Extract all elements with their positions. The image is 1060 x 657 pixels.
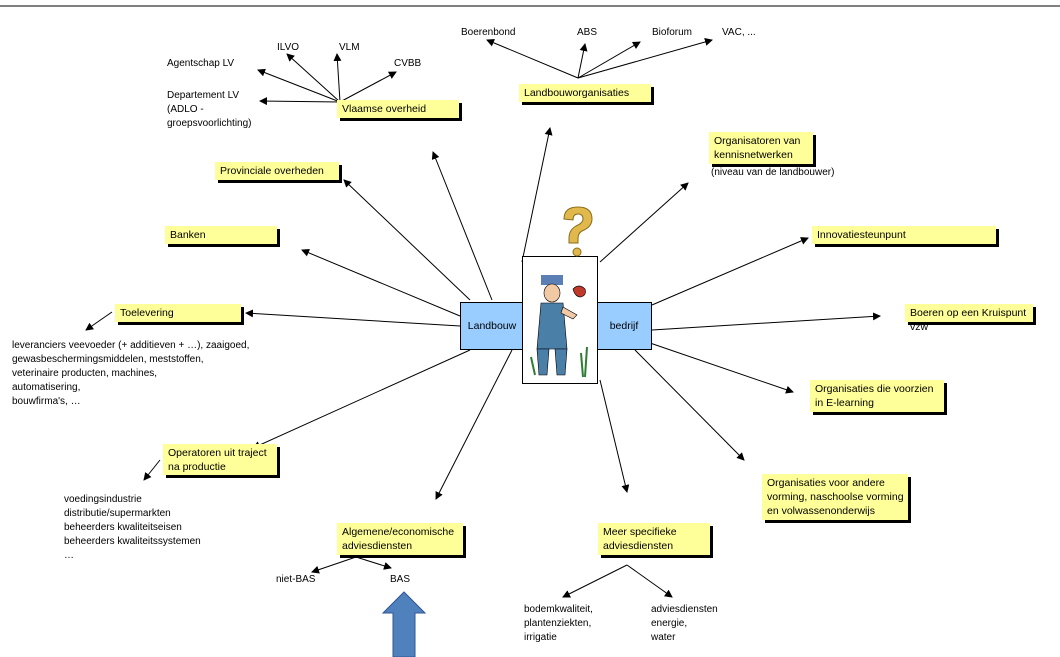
box-vorming: Organisaties voor andere vorming, nascho…: [762, 474, 908, 520]
arrow-lo-bioforum: [577, 41, 641, 79]
box-provinciale-overheden: Provinciale overheden: [215, 162, 339, 180]
center-left-cell: Landbouw: [460, 302, 524, 350]
arrow-banken: [301, 249, 461, 317]
center-right-label: bedrijf: [609, 320, 639, 332]
farmer-figure: [530, 275, 588, 378]
arrow-vl-departement: [259, 97, 341, 106]
arrow-landbouworg: [521, 127, 553, 263]
arrow-vlaamse: [431, 151, 493, 301]
arrow-vl-vlm: [333, 53, 342, 103]
label-niveau: (niveau van de landbouwer): [711, 167, 835, 178]
arrow-vl-ilvo: [286, 53, 341, 103]
label-bioforum: Bioforum: [652, 27, 693, 38]
label-ilvo: ILVO: [277, 42, 300, 53]
arrow-organisatoren: [599, 182, 689, 263]
box-elearning: Organisaties die voorzien in E-learning: [810, 380, 944, 412]
list-operatoren: voedingsindustrie distributie/supermarkt…: [64, 494, 201, 561]
label-abs: ABS: [577, 27, 598, 38]
arrow-toelevering: [245, 309, 461, 327]
box-operatoren: Operatoren uit traject na productie: [163, 444, 277, 475]
box-algemene-adviesdiensten: Algemene/economische adviesdiensten: [337, 523, 463, 555]
arrow-algemene: [435, 349, 513, 500]
arrow-specifieke: [599, 379, 630, 493]
arrow-lo-abs: [577, 43, 588, 79]
arrow-niet-bas: [311, 556, 357, 574]
box-organisatoren: Organisatoren van kennisnetwerken: [709, 132, 813, 164]
center-left-label: Landbouw: [467, 320, 517, 332]
big-up-arrow: [381, 591, 427, 657]
label-departement: Departement LV (ADLO - groepsvoorlichtin…: [167, 90, 252, 129]
label-niet-bas: niet-BAS: [276, 574, 316, 585]
arrow-innovatie: [651, 237, 809, 306]
arrow-provinciale: [343, 179, 471, 301]
arrow-lo-vac: [577, 38, 713, 79]
label-bas: BAS: [390, 574, 411, 585]
center-right-cell: bedrijf: [596, 302, 652, 350]
box-vlaamse-overheid: Vlaamse overheid: [337, 100, 459, 118]
list-toelevering: leveranciers veevoeder (+ additieven + ……: [12, 340, 250, 407]
label-vac: VAC, ...: [722, 27, 756, 38]
label-cvbb: CVBB: [394, 58, 422, 69]
arrow-oper-sub: [143, 459, 161, 481]
arrow-bodem: [562, 564, 628, 598]
arrow-operatoren: [252, 349, 471, 449]
list-bodem: bodemkwaliteit, plantenziekten, irrigati…: [524, 604, 593, 643]
label-agentschap: Agentschap LV: [167, 58, 235, 69]
arrow-kruispunt: [651, 312, 881, 331]
box-innovatiesteunpunt: Innovatiesteunpunt: [812, 226, 996, 244]
box-toelevering: Toelevering: [115, 304, 241, 322]
box-landbouworganisaties: Landbouworganisaties: [519, 84, 651, 102]
arrow-vl-cvbb: [339, 71, 397, 103]
list-advies-energie: adviesdiensten energie, water: [651, 604, 718, 643]
arrow-vorming: [634, 349, 745, 461]
arrow-bas: [355, 556, 392, 570]
arrow-advies-energie: [626, 564, 673, 598]
arrow-elearning: [649, 342, 794, 394]
box-specifieke-adviesdiensten: Meer specifieke adviesdiensten: [598, 523, 710, 555]
question-mark-icon: [563, 206, 593, 257]
connector-arrows: [85, 38, 881, 598]
arrow-lo-boerenbond: [486, 39, 579, 79]
box-boeren-kruispunt: Boeren op een Kruispunt vzw: [905, 304, 1033, 333]
arrow-toelev-sub: [85, 311, 113, 331]
arrow-vl-agentschap: [257, 68, 341, 103]
label-vlm: VLM: [339, 42, 360, 53]
center-core: [522, 256, 598, 384]
label-boerenbond: Boerenbond: [461, 27, 516, 38]
box-banken: Banken: [165, 226, 277, 244]
